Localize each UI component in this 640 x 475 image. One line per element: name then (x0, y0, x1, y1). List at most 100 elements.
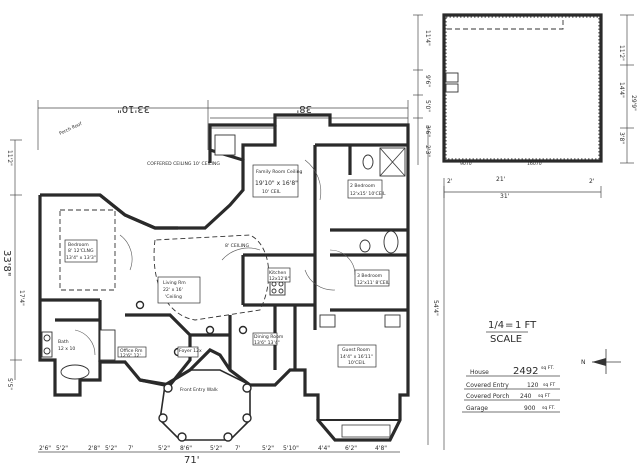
svg-text:=: = (505, 320, 513, 331)
north-arrow: N (581, 349, 621, 374)
svg-text:5'2": 5'2" (262, 445, 274, 452)
garage-dim: 9'6" (424, 75, 431, 87)
garage-mark: 2' (589, 178, 595, 185)
svg-text:3 Bedroom: 3 Bedroom (357, 273, 383, 279)
svg-text:7': 7' (235, 445, 241, 452)
svg-text:5'2": 5'2" (56, 445, 68, 452)
svg-text:sq FT.: sq FT. (541, 365, 554, 371)
garage-dim: 3'6" (424, 125, 431, 137)
top-span-right: 38' (297, 103, 312, 114)
master-tub (60, 364, 90, 380)
room-master-bedroom: 2 Bedroom 12'x15' 10'CEIL (347, 179, 386, 199)
door-swings (74, 159, 356, 356)
svg-text:10'CEIL: 10'CEIL (348, 360, 366, 366)
vanity (41, 331, 53, 358)
svg-text:7': 7' (128, 445, 134, 452)
garage-dim: 11'2" (618, 45, 625, 61)
svg-text:N: N (581, 359, 586, 366)
top-dimensions: 33'10" 38' (37, 100, 409, 150)
sink (319, 314, 336, 328)
svg-text:12 x 10: 12 x 10 (58, 346, 75, 352)
svg-text:Family Room Ceiling: Family Room Ceiling (256, 169, 303, 175)
svg-text:'Ceiling: 'Ceiling (165, 294, 182, 300)
garage-mark: 21' (496, 176, 506, 183)
room-foyer: Foyer 12x (177, 346, 202, 358)
garage-width: 31' (500, 193, 510, 200)
left-dimensions: 11'2" 33'8" 17'4" 5'5" (1, 139, 25, 390)
room-kitchen: Kitchen 12x12'8" (267, 267, 291, 283)
garage-dim: 3'8" (618, 132, 625, 144)
svg-text:Office Rm: Office Rm (120, 348, 143, 354)
svg-text:Covered Entry: Covered Entry (466, 382, 509, 389)
stair (214, 134, 236, 156)
svg-text:5'2": 5'2" (105, 445, 117, 452)
svg-text:sq FT: sq FT (538, 393, 550, 399)
top-span-left: 33'10" (117, 103, 150, 114)
svg-text:2'8": 2'8" (88, 445, 100, 452)
svg-text:5'2": 5'2" (158, 445, 170, 452)
right-total: 54'4" (432, 300, 439, 316)
room-family: Family Room Ceiling 19'10" x 16'8" 10' C… (252, 164, 303, 198)
svg-text:17'4": 17'4" (18, 290, 25, 306)
svg-text:22' x 16': 22' x 16' (163, 287, 183, 293)
svg-text:12'6" 12': 12'6" 12' (120, 353, 141, 359)
garage-dim: 5'0" (424, 100, 431, 112)
svg-text:120: 120 (527, 382, 539, 389)
bottom-total: 71' (184, 455, 199, 466)
svg-text:12x12'8": 12x12'8" (269, 276, 290, 282)
bathtub (383, 230, 399, 254)
room-guest: Guest Room 14'4" x 16'11" 10'CEIL (337, 344, 377, 368)
svg-text:Foyer 12x: Foyer 12x (179, 348, 202, 354)
svg-text:6'2": 6'2" (345, 445, 357, 452)
room-bedroom-3: 3 Bedroom 12'x11' 8'CEIL (354, 269, 390, 287)
svg-text:Bath: Bath (58, 339, 69, 345)
left-total: 33'8" (1, 250, 12, 276)
svg-text:2'6": 2'6" (39, 445, 51, 452)
porch-columns (135, 300, 252, 442)
room-bath: Bath 12 x 10 (58, 339, 75, 352)
scale-label: SCALE (490, 334, 522, 345)
svg-text:11'2": 11'2" (6, 150, 13, 166)
svg-text:sq FT.: sq FT. (542, 405, 555, 411)
bedroom-ceiling-outline (59, 209, 116, 291)
svg-text:5'10": 5'10" (283, 445, 299, 452)
garage-door-label: 16070 (527, 161, 542, 167)
garage-fixture (445, 72, 459, 83)
svg-text:2492: 2492 (513, 366, 538, 377)
garage-dim: 2'3" (424, 145, 431, 157)
porch-roof-note: Porch Roof (58, 121, 83, 137)
garage: 9070 16070 11'4" 9'6" 5'0" 3'6" 2'3" 11'… (413, 13, 637, 450)
shower (99, 329, 116, 361)
svg-text:12'x11' 8'CEIL: 12'x11' 8'CEIL (357, 280, 390, 286)
svg-text:4'8": 4'8" (375, 445, 387, 452)
svg-text:Dining Room: Dining Room (254, 334, 284, 340)
area-summary: House 2492 sq FT. Covered Entry 120 sq F… (462, 365, 560, 413)
svg-text:sq FT: sq FT (543, 382, 555, 388)
garage-door-label: 9070 (460, 161, 472, 167)
svg-text:2 Bedroom: 2 Bedroom (350, 183, 376, 189)
svg-text:Living Rm: Living Rm (163, 280, 186, 286)
svg-text:14'4" x 16'11": 14'4" x 16'11" (340, 354, 373, 360)
svg-text:House: House (470, 369, 489, 376)
svg-text:1 FT: 1 FT (515, 320, 537, 331)
garage-depth: 29'9" (630, 95, 637, 111)
svg-text:Guest Room: Guest Room (342, 347, 371, 353)
house-walls (38, 113, 410, 442)
svg-text:4'4": 4'4" (318, 445, 330, 452)
svg-text:13'4" x 13'3": 13'4" x 13'3" (66, 255, 96, 261)
garage-mark: 2' (447, 178, 453, 185)
svg-text:240: 240 (520, 393, 532, 400)
coffered-ceiling-note: COFFERED CEILING 10' CEILING (147, 161, 220, 167)
svg-text:Garage: Garage (466, 405, 488, 412)
room-bedroom-1: Bedroom 8' 12'CLNG 13'4" x 13'3" (64, 239, 98, 263)
garage-fixture (445, 83, 459, 93)
room-front-entry: Front Entry Walk (180, 387, 218, 393)
svg-text:8'6": 8'6" (180, 445, 192, 452)
front-porch (159, 369, 251, 441)
svg-text:Kitchen: Kitchen (269, 270, 286, 276)
svg-text:19'10" x 16'8": 19'10" x 16'8" (255, 180, 298, 187)
right-dimensions: 54'4" (427, 125, 439, 445)
svg-text:10' CEIL: 10' CEIL (262, 189, 281, 195)
svg-text:5'5": 5'5" (6, 378, 13, 390)
